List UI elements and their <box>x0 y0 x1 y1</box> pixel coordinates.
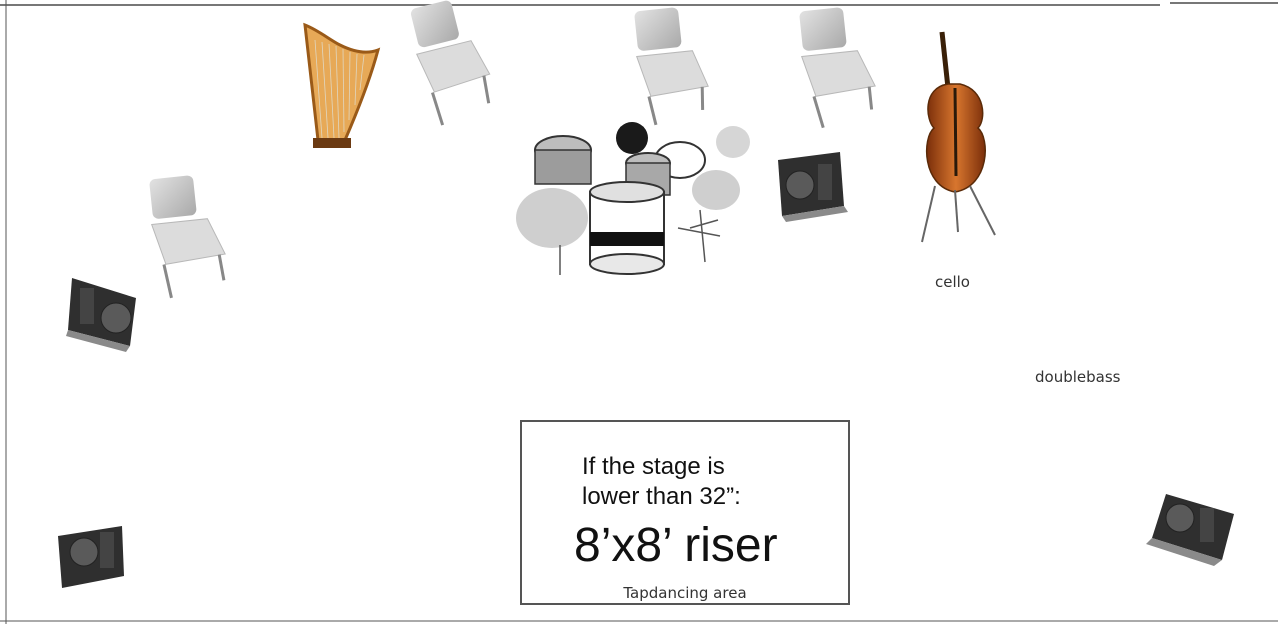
monitor-speaker-icon <box>778 152 848 222</box>
riser-condition-line1: If the stage is <box>582 453 725 480</box>
tapdancing-area-label: Tapdancing area <box>623 584 747 602</box>
riser-condition: If the stage is lower than 32”: <box>582 452 741 512</box>
chair-icon <box>149 175 226 299</box>
riser-condition-line2: lower than 32”: <box>582 483 741 510</box>
monitor-speaker-icon <box>58 526 124 588</box>
riser-size-label: 8’x8’ riser <box>574 519 778 572</box>
cello-label: cello <box>935 273 970 291</box>
chair-icon <box>410 0 491 126</box>
riser-area: If the stage is lower than 32”: 8’x8’ ri… <box>520 420 850 605</box>
harp-icon <box>303 22 381 148</box>
doublebass-label: doublebass <box>1035 368 1121 386</box>
monitor-speaker-icon <box>1146 494 1234 566</box>
drum-kit-icon <box>516 122 750 275</box>
monitor-speaker-icon <box>66 278 136 352</box>
chair-icon <box>799 7 876 129</box>
cello-icon <box>921 31 996 243</box>
chair-icon <box>634 7 709 126</box>
